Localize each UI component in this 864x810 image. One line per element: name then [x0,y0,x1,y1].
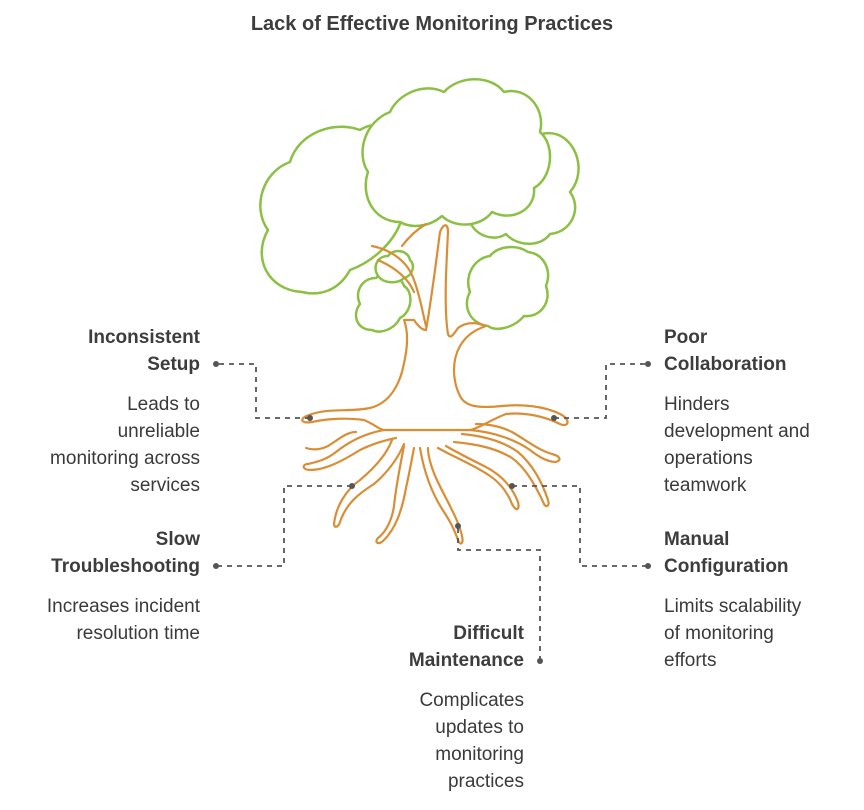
root-2 [332,438,406,528]
connector-difficult-maintenance [457,528,541,660]
dot-poor-root [551,415,557,421]
node-heading: Slow Troubleshooting [0,526,200,580]
connector-inconsistent-setup [216,363,310,419]
node-heading: Inconsistent Setup [0,324,200,378]
dot-difficult-label [537,658,543,664]
node-description: Complicates updates to monitoring practi… [324,687,524,795]
node-poor-collaboration: Poor Collaboration Hinders development a… [664,324,860,499]
description-line: updates to [435,717,524,738]
description-line: operations [664,448,753,469]
description-line: Increases incident [46,596,200,617]
root-8 [304,430,358,451]
heading-line: Poor [664,327,708,348]
branch-left [370,244,428,328]
root-7 [468,422,561,464]
dot-manual-label [645,563,651,569]
description-line: services [130,475,200,496]
description-line: of monitoring [664,623,774,644]
foliage-cloud-tiny [374,249,415,284]
connector-slow-troubleshooting [216,485,352,567]
node-heading: Difficult Maintenance [324,620,524,674]
description-line: Hinders [664,394,730,415]
root-4 [418,446,464,545]
description-line: development and [664,421,810,442]
dot-slow-label [213,563,219,569]
description-line: Leads to [127,394,200,415]
node-heading: Manual Configuration [664,526,860,580]
heading-line: Configuration [664,556,789,577]
node-description: Hinders development and operations teamw… [664,391,860,499]
node-difficult-maintenance: Difficult Maintenance Complicates update… [324,620,524,795]
node-description: Leads to unreliable monitoring across se… [0,391,200,499]
node-description: Limits scalability of monitoring efforts [664,593,860,674]
dot-manual-root [509,483,515,489]
dot-inconsistent-label [213,361,219,367]
dot-inconsistent-root [307,415,313,421]
description-line: Complicates [419,690,524,711]
root-1 [302,428,398,472]
connector-dots [213,361,651,664]
connectors [216,363,648,660]
description-line: monitoring [435,744,524,765]
heading-line: Inconsistent [88,327,200,348]
description-line: teamwork [664,475,747,496]
root-5 [436,444,520,511]
root-3 [375,444,416,545]
heading-line: Slow [155,529,200,550]
heading-line: Troubleshooting [51,556,200,577]
heading-line: Difficult [453,623,524,644]
heading-line: Manual [664,529,730,550]
dot-difficult-root [455,523,461,529]
node-heading: Poor Collaboration [664,324,860,378]
node-manual-configuration: Manual Configuration Limits scalability … [664,526,860,674]
node-description: Increases incident resolution time [0,593,200,647]
root-6 [452,432,550,508]
connector-manual-configuration [512,485,648,567]
connector-poor-collaboration [554,363,648,419]
foliage-cloud-top [361,78,552,228]
diagram-title: Lack of Effective Monitoring Practices [250,13,614,35]
dot-slow-root [349,483,355,489]
foliage-cloud-small-left [354,272,412,333]
trunk-outline [301,224,569,432]
heading-line: Maintenance [408,650,524,671]
branch-left-lower [376,258,416,294]
heading-line: Collaboration [664,354,787,375]
foliage-cloud-small-right [465,245,550,330]
branch-stub [400,222,428,248]
node-slow-troubleshooting: Slow Troubleshooting Increases incident … [0,526,200,647]
description-line: unreliable [117,421,200,442]
node-inconsistent-setup: Inconsistent Setup Leads to unreliable m… [0,324,200,499]
tree-trunk-roots [301,222,569,545]
heading-line: Setup [147,354,200,375]
description-line: efforts [664,650,717,671]
description-line: practices [447,771,524,792]
description-line: Limits scalability [664,596,802,617]
tree-foliage [259,78,580,333]
description-line: monitoring across [50,448,200,469]
description-line: resolution time [76,623,200,644]
dot-poor-label [645,361,651,367]
